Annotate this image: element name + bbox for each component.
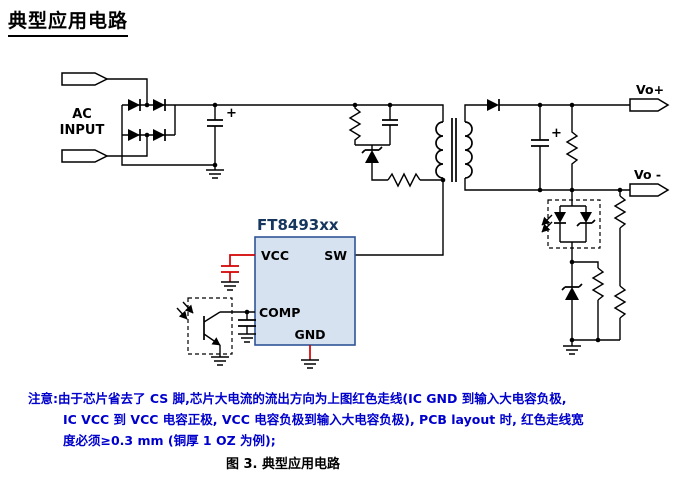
pin-label-sw: SW: [324, 248, 347, 263]
phototransistor-emitter: [203, 333, 221, 346]
ground-icon: [301, 359, 319, 369]
note-text: 注意:由于芯片省去了 CS 脚,芯片大电流的流出方向为上图红色走线(IC GND…: [28, 388, 584, 451]
led-emission-arrow: [541, 214, 553, 226]
bridge-diode-icon: [153, 129, 165, 141]
ground-icon: [238, 333, 256, 343]
gnd-red-trace: [301, 345, 319, 369]
vo-minus-label: Vo -: [634, 167, 661, 182]
led-emission-arrow: [541, 221, 553, 233]
output-diode-icon: [487, 99, 499, 111]
bridge-diode-icon: [128, 129, 140, 141]
ic-body: [254, 236, 356, 346]
feedback-resistor: [591, 267, 605, 301]
primary-winding: [435, 121, 444, 179]
ic-block: FT8493xx VCC SW COMP GND: [254, 216, 356, 346]
light-arrow: [176, 307, 188, 320]
load-resistor: [565, 105, 579, 190]
clamp-diode-icon: [365, 150, 379, 163]
comp-capacitor: [238, 319, 256, 327]
snubber-series-resistor: [387, 172, 421, 188]
zener-diode-icon: [580, 212, 592, 223]
output-terminals: Vo+ Vo -: [629, 82, 670, 197]
junction-dots: [144, 102, 623, 343]
note-line-2: IC VCC 到 VCC 电容正极, VCC 电容负极到输入大电容负极), PC…: [63, 412, 584, 427]
ac-input-label-line2: INPUT: [60, 123, 105, 138]
vcc-red-trace: [221, 254, 255, 291]
pin-label-gnd: GND: [294, 327, 325, 342]
vcc-capacitor: [221, 265, 239, 273]
feedback-resistor: [613, 195, 627, 229]
vo-plus-terminal: [629, 98, 670, 112]
transformer: [355, 104, 630, 256]
snubber-resistor: [348, 105, 362, 145]
page-title: 典型应用电路: [8, 6, 129, 37]
pin-label-comp: COMP: [259, 305, 300, 320]
ground-icon: [221, 281, 239, 291]
feedback-network: [541, 190, 627, 355]
vo-plus-label: Vo+: [636, 82, 664, 97]
bulk-capacitor: +: [175, 104, 444, 179]
figure-caption: 图 3. 典型应用电路: [225, 457, 341, 472]
output-cap-polarity: +: [551, 126, 562, 141]
bulk-cap-polarity: +: [226, 106, 237, 121]
bridge-diode-icon: [153, 99, 165, 111]
output-stage: +: [487, 99, 630, 190]
note-line-3: 度必须≥0.3 mm (铜厚 1 OZ 为例);: [63, 433, 276, 448]
pin-label-vcc: VCC: [261, 248, 289, 263]
ac-input-label-line1: AC: [72, 107, 92, 122]
optocoupler-transistor-box: [187, 297, 233, 355]
optocoupler-led-box: [547, 199, 601, 249]
ic-part-number: FT8493xx: [257, 216, 339, 234]
secondary-winding: [464, 121, 473, 179]
vo-minus-terminal: [629, 183, 670, 197]
bridge-rectifier: [121, 99, 215, 166]
light-arrow: [182, 301, 194, 314]
ground-icon: [563, 345, 581, 355]
bridge-diode-icon: [128, 99, 140, 111]
ac-input-terminal-bottom: [61, 149, 109, 163]
note-line-1: 注意:由于芯片省去了 CS 脚,芯片大电流的流出方向为上图红色走线(IC GND…: [28, 391, 567, 406]
ground-icon: [206, 169, 224, 179]
ground-icon: [211, 356, 229, 366]
zener-diode-icon: [565, 287, 579, 300]
snubber-network: [348, 105, 443, 188]
feedback-resistor: [613, 285, 627, 319]
opto-led-icon: [554, 212, 566, 223]
ac-input-terminals: AC INPUT: [60, 72, 148, 163]
transformer-core: [451, 118, 457, 182]
comp-network: [176, 297, 256, 366]
ac-input-terminal-top: [61, 72, 109, 86]
